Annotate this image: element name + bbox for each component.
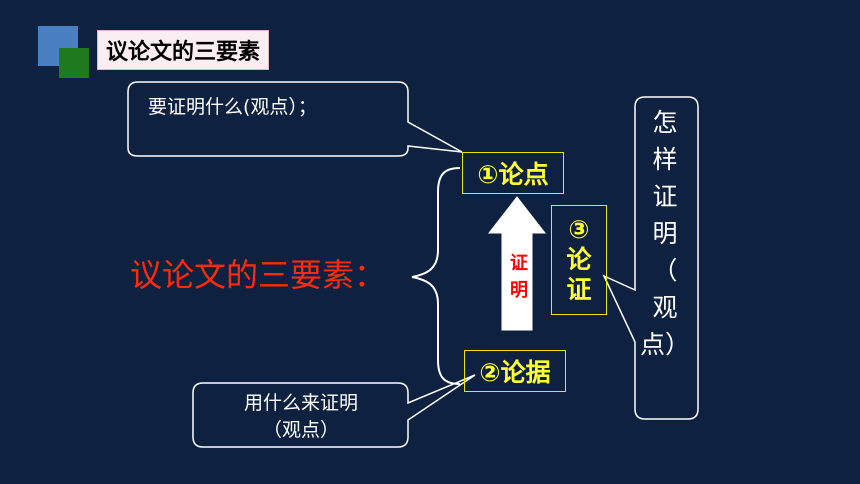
arrow-label-char: 证 bbox=[510, 253, 528, 274]
callout-bottom-text: 用什么来证明 （观点） bbox=[195, 390, 407, 443]
callout-right-text: 怎 样 证 明 （ 观 点） bbox=[636, 104, 694, 363]
arrow-label: 证 明 bbox=[505, 250, 533, 304]
callout-bottom-line: （观点） bbox=[262, 418, 339, 441]
callout-right-char: （ bbox=[652, 256, 678, 285]
callout-top-shape bbox=[127, 81, 463, 157]
point-box: ①论点 bbox=[462, 152, 564, 194]
callout-right-char: 明 bbox=[652, 219, 678, 248]
evidence-box: ②论据 bbox=[464, 350, 566, 392]
center-label: 议论文的三要素： bbox=[130, 256, 387, 294]
arrow-label-char: 明 bbox=[510, 280, 528, 301]
callout-bottom-line: 用什么来证明 bbox=[243, 392, 358, 414]
callout-right-shape bbox=[602, 96, 699, 420]
up-arrow bbox=[487, 196, 547, 331]
callout-right-char: 证 bbox=[652, 182, 678, 211]
argument-char: 证 bbox=[566, 275, 592, 304]
argument-char: 论 bbox=[566, 245, 592, 274]
callout-right-char: 怎 bbox=[652, 108, 678, 137]
callout-right-char: 点） bbox=[639, 330, 690, 359]
callout-right-char: 观 bbox=[652, 293, 678, 322]
argument-box: ③ 论 证 bbox=[551, 205, 607, 315]
callout-top-text: 要证明什么(观点）； bbox=[148, 96, 317, 118]
argument-char: ③ bbox=[568, 215, 590, 244]
callout-bottom-shape bbox=[192, 374, 476, 448]
callout-right-char: 样 bbox=[652, 145, 678, 174]
decorative-square-green bbox=[59, 48, 89, 78]
curly-brace bbox=[411, 167, 461, 385]
page-title: 议论文的三要素 bbox=[97, 30, 270, 70]
